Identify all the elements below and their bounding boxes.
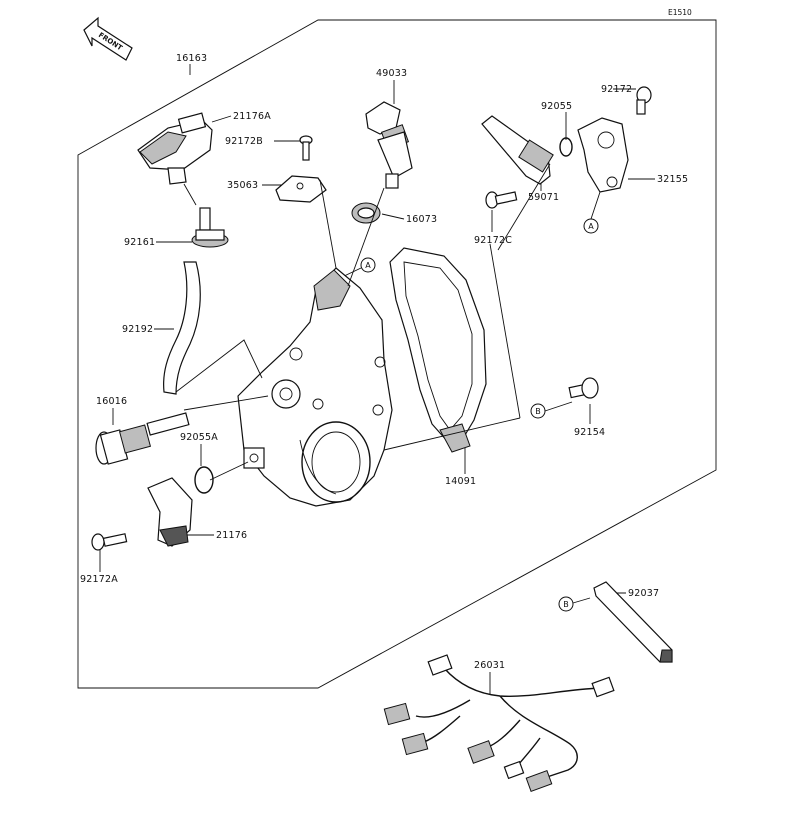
screw-92172: [636, 86, 652, 115]
map-sensor-21176A: [137, 112, 213, 185]
label-32155: 32155: [657, 174, 688, 185]
strap-92037: [593, 581, 673, 663]
label-49033: 49033: [376, 68, 407, 79]
label-92037: 92037: [628, 588, 659, 599]
label-16016: 16016: [96, 396, 127, 407]
screw-92172A: [91, 533, 128, 551]
holder-32155: [577, 117, 629, 193]
label-14091: 14091: [445, 476, 476, 487]
bracket-35063: [275, 175, 327, 203]
screw-92172B: [299, 135, 313, 161]
seal-16073: [351, 202, 381, 224]
bolt-92154: [568, 377, 599, 399]
label-92055: 92055: [541, 101, 572, 112]
label-92172: 92172: [601, 84, 632, 95]
label-92161: 92161: [124, 237, 155, 248]
label-21176: 21176: [216, 530, 247, 541]
label-16073: 16073: [406, 214, 437, 225]
label-92154: 92154: [574, 427, 605, 438]
label-92172C: 92172C: [474, 235, 512, 246]
label-21176A: 21176A: [233, 111, 271, 122]
screw-92172C: [485, 191, 518, 209]
label-92055A: 92055A: [180, 432, 218, 443]
svg-text:A: A: [365, 261, 371, 270]
label-92192: 92192: [122, 324, 153, 335]
diagram-code: E1510: [668, 8, 692, 17]
hose-92192: [163, 261, 201, 395]
injector-49033: [365, 101, 413, 189]
o-ring-92055: [559, 137, 573, 157]
pipe-59071: [481, 115, 554, 185]
label-26031: 26031: [474, 660, 505, 671]
ref-circle-a-upper: A: [360, 257, 376, 273]
o-ring-92055A: [194, 466, 214, 494]
fitting-92161: [191, 207, 229, 248]
label-92172B: 92172B: [225, 136, 263, 147]
label-59071: 59071: [528, 192, 559, 203]
idle-screw-16016: [95, 412, 190, 465]
svg-text:B: B: [535, 407, 541, 416]
assembly-boundary: [77, 19, 717, 689]
label-35063: 35063: [227, 180, 258, 191]
wiring-harness-26031: [383, 654, 615, 792]
throttle-body-16163: [237, 267, 393, 507]
label-92172A: 92172A: [80, 574, 118, 585]
front-arrow-icon: FRONT: [83, 16, 133, 61]
svg-text:A: A: [588, 222, 594, 231]
tps-sensor-21176: [147, 477, 193, 547]
label-16163: 16163: [176, 53, 207, 64]
cover-14091: [389, 247, 487, 453]
ref-circle-b-lower: B: [558, 596, 574, 612]
svg-text:B: B: [563, 600, 569, 609]
ref-circle-b-middle: B: [530, 403, 546, 419]
ref-circle-a-right: A: [583, 218, 599, 234]
